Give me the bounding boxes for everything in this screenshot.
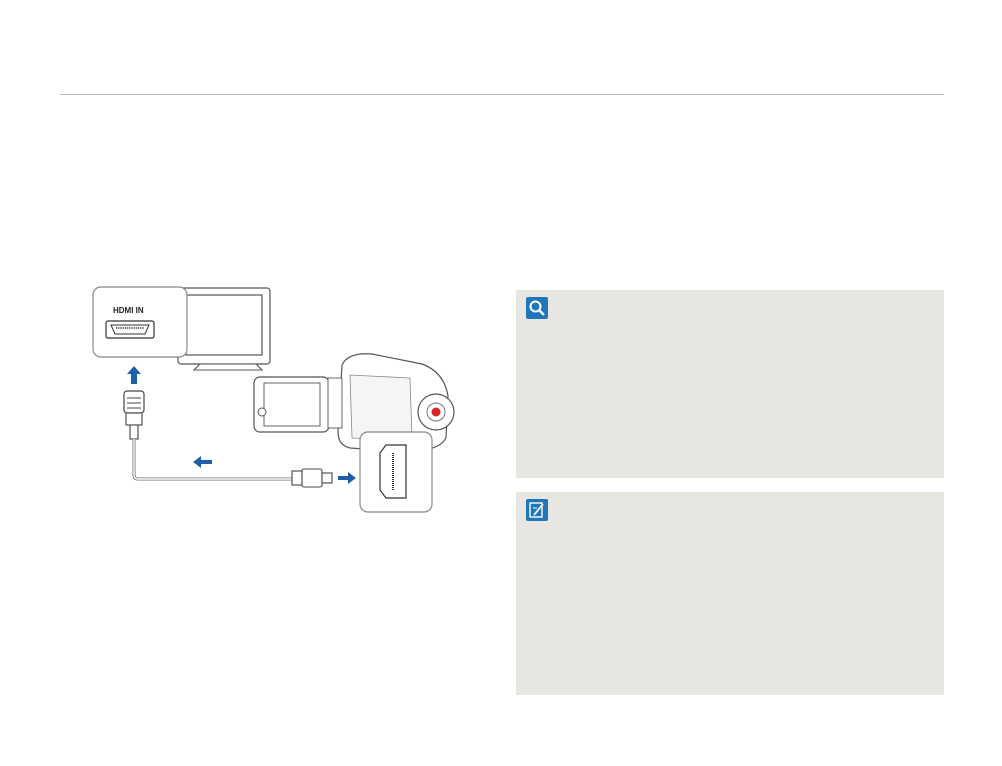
camera-hdmi-port-callout [359,431,433,513]
memo-box [516,492,944,695]
arrow-right-icon [338,472,356,484]
hdmi-in-label: HDMI IN [113,306,144,315]
magnifier-icon [526,297,548,319]
tv-icon [177,287,271,371]
hdmi-plug-icon [123,390,145,440]
tv-hdmi-port-callout: HDMI IN [92,286,188,358]
header-divider [60,94,944,95]
tips-box [516,290,944,478]
diagram-illustration: HDMI IN [92,286,455,513]
pencil-note-icon [526,499,548,521]
hdmi-connection-diagram: HDMI IN [80,280,480,530]
mini-hdmi-plug-icon [291,468,333,488]
camcorder-icon [253,353,455,453]
arrow-up-icon [127,366,141,384]
arrow-left-icon [193,456,212,468]
